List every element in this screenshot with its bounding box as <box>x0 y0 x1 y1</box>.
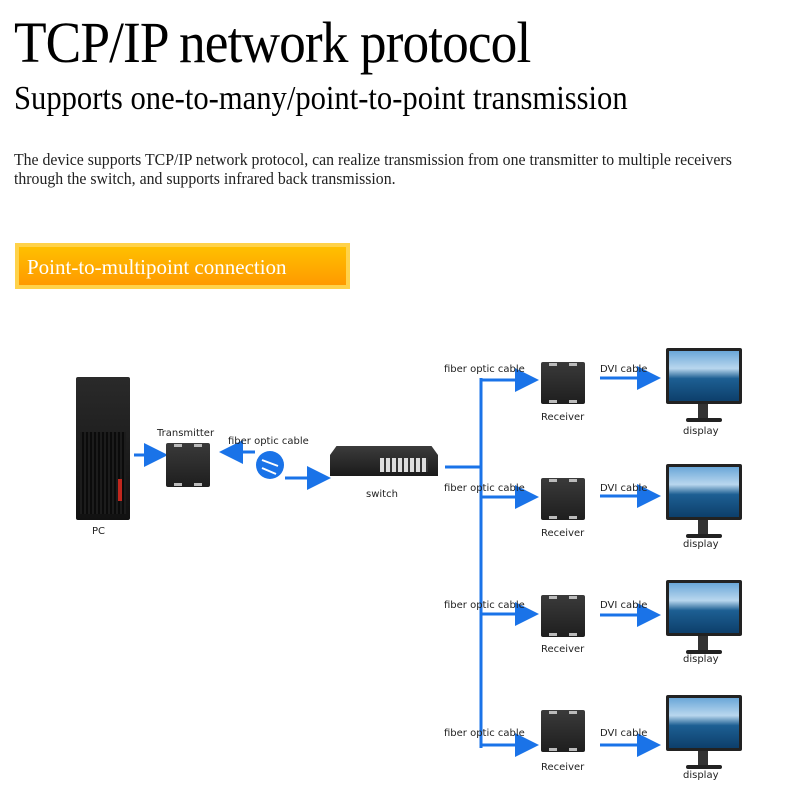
dvi-label-4: DVI cable <box>600 728 648 739</box>
display-monitor-2 <box>666 464 742 538</box>
section-badge: Point-to-multipoint connection <box>15 243 350 289</box>
pc-label: PC <box>92 526 106 537</box>
dvi-label-1: DVI cable <box>600 364 648 375</box>
receiver-label-3: Receiver <box>541 644 585 655</box>
display-label-1: display <box>683 426 719 437</box>
fiber-label-1: fiber optic cable <box>444 364 525 375</box>
fiber-label-main: fiber optic cable <box>228 436 309 447</box>
fiber-label-4: fiber optic cable <box>444 728 525 739</box>
receiver-device-1 <box>541 362 585 404</box>
fiber-label-3: fiber optic cable <box>444 600 525 611</box>
display-label-3: display <box>683 654 719 665</box>
receiver-device-2 <box>541 478 585 520</box>
switch-label: switch <box>366 489 398 500</box>
dvi-label-3: DVI cable <box>600 600 648 611</box>
transmitter-device <box>166 443 210 487</box>
receiver-device-3 <box>541 595 585 637</box>
bidirectional-icon <box>256 451 284 479</box>
description: The device supports TCP/IP network proto… <box>14 150 732 188</box>
page-title: TCP/IP network protocol <box>14 10 531 75</box>
badge-label: Point-to-multipoint connection <box>27 255 287 279</box>
display-monitor-3 <box>666 580 742 654</box>
receiver-device-4 <box>541 710 585 752</box>
page-subtitle: Supports one-to-many/point-to-point tran… <box>14 80 628 117</box>
display-label-4: display <box>683 770 719 781</box>
display-label-2: display <box>683 539 719 550</box>
display-monitor-1 <box>666 348 742 422</box>
receiver-label-2: Receiver <box>541 528 585 539</box>
transmitter-label: Transmitter <box>157 428 215 439</box>
receiver-label-4: Receiver <box>541 762 585 773</box>
pc-tower <box>76 377 130 520</box>
network-switch <box>330 446 438 476</box>
display-monitor-4 <box>666 695 742 769</box>
receiver-label-1: Receiver <box>541 412 585 423</box>
dvi-label-2: DVI cable <box>600 483 648 494</box>
fiber-label-2: fiber optic cable <box>444 483 525 494</box>
